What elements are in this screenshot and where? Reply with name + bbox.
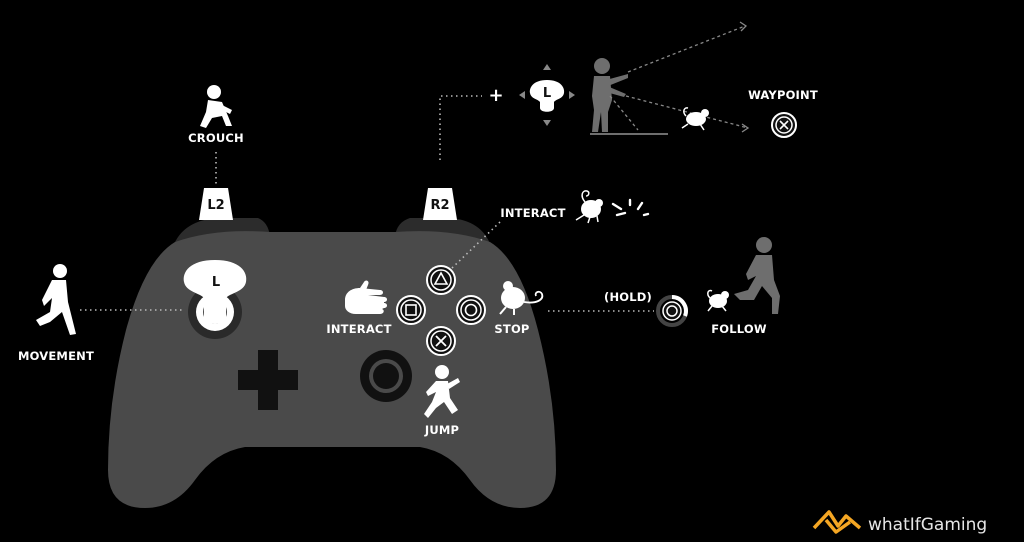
movement-label: MOVEMENT (18, 349, 94, 363)
follow-label: FOLLOW (711, 322, 767, 336)
cross-button (426, 326, 456, 356)
stop-creature-icon (499, 281, 544, 315)
jumping-boy-icon (424, 365, 460, 418)
right-stick-cap (373, 363, 399, 389)
left-stick-bubble (183, 260, 247, 324)
aim-stick-icon (519, 64, 575, 126)
running-boy-icon (36, 264, 76, 335)
stop-label: STOP (494, 322, 529, 336)
interact-creature-label: INTERACT (500, 206, 565, 220)
boy-pointing-icon (590, 58, 668, 135)
dpad (238, 350, 298, 410)
crouch-boy-icon (200, 85, 232, 128)
hold-circle-button-icon (656, 295, 688, 327)
waypoint-cross-button-icon (771, 112, 797, 138)
follow-creature-icon (707, 289, 729, 312)
interact-hand-label: INTERACT (326, 322, 391, 336)
square-button (396, 295, 426, 325)
interact-creature-icon (575, 190, 603, 224)
sparkle-lines-icon (611, 198, 650, 217)
creature-icon (681, 107, 709, 131)
crouch-label: CROUCH (188, 131, 244, 145)
triangle-button (426, 265, 456, 295)
whatifgaming-logo-icon (812, 510, 862, 534)
aim-ray-ground (609, 95, 639, 131)
running-boy-gray-icon (734, 237, 780, 314)
brand-name: whatIfGaming (868, 515, 987, 535)
r2-connector (439, 95, 482, 160)
plus-sign: + (488, 85, 503, 106)
r2-label: R2 (430, 198, 449, 213)
interact-connector (451, 221, 501, 269)
l2-label: L2 (207, 198, 224, 213)
jump-label: JUMP (424, 423, 459, 437)
aim-ray-upper (627, 25, 746, 73)
waypoint-label: WAYPOINT (748, 88, 818, 102)
circle-button (456, 295, 486, 325)
hold-label: (HOLD) (604, 290, 652, 304)
left-stick-label: L (212, 275, 220, 290)
l2-trigger (199, 188, 233, 220)
hand-icon (345, 280, 387, 314)
aim-ray-waypoint (625, 95, 749, 129)
r2-trigger (423, 188, 457, 220)
aim-stick-label: L (543, 86, 551, 101)
controller-body (108, 231, 556, 508)
